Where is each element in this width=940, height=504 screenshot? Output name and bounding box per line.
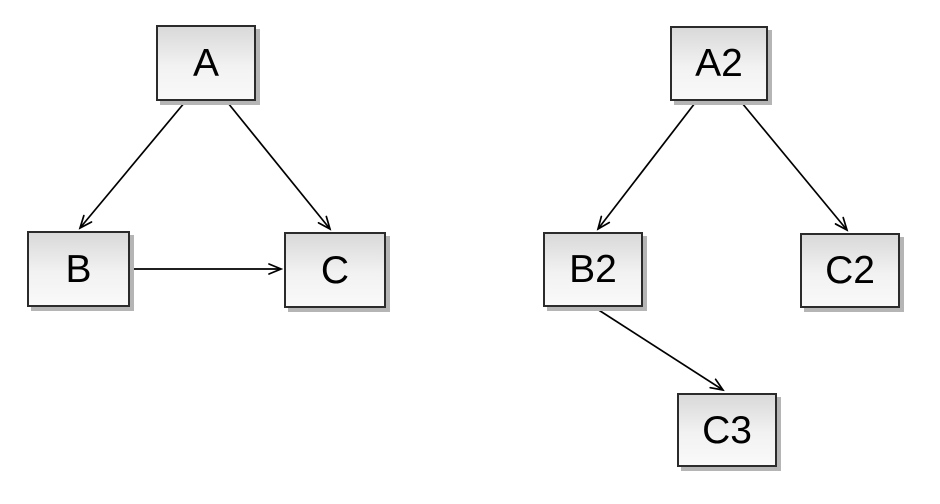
node-A2-label: A2 <box>695 42 743 85</box>
edge-A-B <box>80 101 186 228</box>
edge-B2-C3 <box>593 306 723 390</box>
node-C3-label: C3 <box>702 408 752 452</box>
node-A2: A2 <box>670 26 768 101</box>
node-B-label: B <box>65 247 92 291</box>
node-C3: C3 <box>677 393 777 467</box>
node-C: C <box>284 232 386 308</box>
node-B: B <box>27 231 130 307</box>
node-A-label: A <box>192 41 219 85</box>
edge-A2-C2 <box>741 102 847 230</box>
node-C2: C2 <box>800 233 900 308</box>
edge-A2-B2 <box>598 102 696 229</box>
edge-A-C <box>227 102 330 229</box>
node-C2-label: C2 <box>825 249 875 292</box>
node-B2: B2 <box>543 232 643 307</box>
node-A: A <box>156 25 256 101</box>
node-C-label: C <box>320 248 350 292</box>
node-B2-label: B2 <box>569 248 617 291</box>
